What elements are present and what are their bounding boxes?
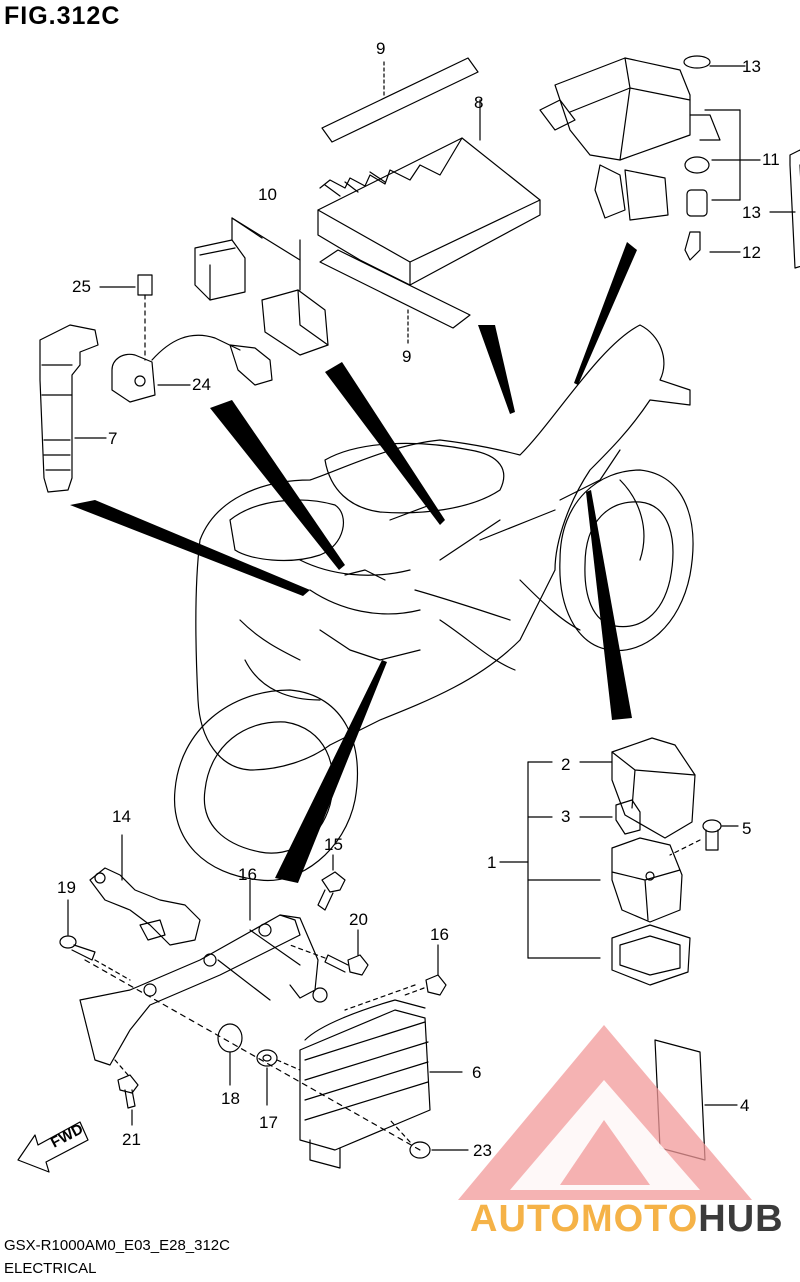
callout-12: 12 xyxy=(742,243,761,262)
callout-17: 16 xyxy=(238,865,257,884)
part-25-bolt xyxy=(99,274,153,361)
callout-2: 2 xyxy=(561,755,570,774)
callout-6: 6 xyxy=(472,1063,481,1082)
callout-10: 10 xyxy=(258,185,277,204)
callout-1: 1 xyxy=(487,853,496,872)
callout-23: 23 xyxy=(473,1141,492,1160)
fwd-arrow-icon xyxy=(17,1121,89,1173)
part-1-relay-group xyxy=(499,761,613,959)
callout-numbers: 9 8 13 11 13 12 10 25 9 24 7 2 3 5 1 14 … xyxy=(57,39,780,1160)
callout-8: 8 xyxy=(474,93,483,112)
part-21-bolt xyxy=(289,929,369,976)
callout-24: 24 xyxy=(192,375,211,394)
part-1-relay-body xyxy=(611,837,683,923)
assembly-line xyxy=(84,959,421,1151)
figure-title: FIG.312C xyxy=(4,2,121,30)
part-1-relay-base xyxy=(611,924,691,986)
callout-15: 14 xyxy=(112,807,131,826)
callout-11: 11 xyxy=(762,150,780,169)
watermark-text-1: AUTOMOTO xyxy=(470,1198,699,1240)
part-8-ecu xyxy=(317,99,541,286)
callout-16-upper: 15 xyxy=(324,835,343,854)
part-7-ignition-coil xyxy=(39,324,107,493)
figure-name: ELECTRICAL xyxy=(4,1260,97,1277)
callout-3: 3 xyxy=(561,807,570,826)
callout-21: 20 xyxy=(349,910,368,929)
part-10-connectors xyxy=(194,217,329,356)
part-16-bolt-lower xyxy=(404,944,447,996)
part-23-nut xyxy=(389,1119,469,1159)
watermark-brand: AUTOMOTOHUB xyxy=(470,1198,784,1241)
part-6-regulator xyxy=(299,984,463,1169)
part-3-fuse xyxy=(615,799,641,835)
part-18-washer xyxy=(256,1049,301,1106)
part-19-grommet xyxy=(217,1023,243,1086)
callout-13: 13 xyxy=(742,203,761,222)
callout-9-top: 9 xyxy=(376,39,385,58)
callout-14: 13 xyxy=(742,57,761,76)
part-16-bolt-upper xyxy=(317,854,346,911)
figure-code: GSX-R1000AM0_E03_E28_312C xyxy=(4,1237,230,1254)
upper-right-assembly xyxy=(539,55,800,269)
part-22-bolt xyxy=(114,1059,139,1126)
watermark-logo xyxy=(458,1025,752,1200)
callout-22: 21 xyxy=(122,1130,141,1149)
part-24-sensor xyxy=(111,334,273,403)
callout-5: 5 xyxy=(742,819,751,838)
watermark-text-2: HUB xyxy=(698,1198,784,1240)
pointer-wedges xyxy=(70,242,637,883)
fwd-label: FWD xyxy=(48,1120,86,1151)
callout-16-lower: 16 xyxy=(430,925,449,944)
callout-9-bottom: 9 xyxy=(402,347,411,366)
callout-25: 25 xyxy=(72,277,91,296)
callout-18: 17 xyxy=(259,1113,278,1132)
part-5-screw xyxy=(669,819,739,856)
part-17-bracket xyxy=(79,879,328,1066)
part-9-sheet-bottom xyxy=(319,249,471,346)
callout-7: 7 xyxy=(108,429,117,448)
part-20-bolt xyxy=(59,899,131,981)
part-15-bracket xyxy=(89,834,201,946)
part-2-relay-cover xyxy=(611,737,696,839)
part-9-sheet-top xyxy=(321,57,479,143)
callout-20: 19 xyxy=(57,878,76,897)
motorcycle-outline xyxy=(173,324,694,882)
callout-4: 4 xyxy=(740,1096,749,1115)
callout-19: 18 xyxy=(221,1089,240,1108)
